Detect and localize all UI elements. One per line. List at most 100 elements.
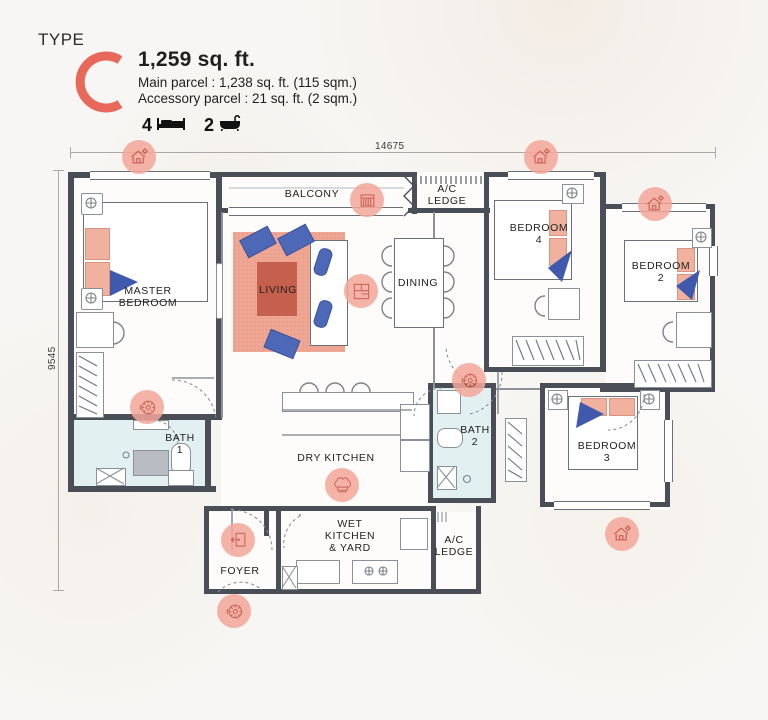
wall-balcony-top <box>216 172 416 177</box>
badge-balcony[interactable] <box>350 183 384 217</box>
window-bed3-bottom <box>554 501 650 510</box>
fan-icon <box>138 398 157 417</box>
height-dimension-label: 9545 <box>47 346 58 370</box>
bath2-shower <box>437 466 457 490</box>
ac-ledge-bottom-floor <box>433 512 478 590</box>
unit-type-header: TYPE 1,259 sq. ft. Main parcel : 1,238 s… <box>38 22 458 135</box>
wall-acledge2-left <box>431 506 436 594</box>
living-coffee-table <box>257 262 297 316</box>
bedroom-4-wardrobe <box>512 336 584 366</box>
bed-icon <box>156 115 186 136</box>
bedroom-count-group: 4 <box>142 115 186 136</box>
dry-kitchen-appliance <box>400 440 430 472</box>
left-dimension-line <box>58 170 59 590</box>
badge-master-window[interactable] <box>122 140 156 174</box>
window-bed3-right <box>664 420 673 482</box>
wall-bath2-bottom <box>428 498 496 503</box>
window-master-top <box>90 171 210 180</box>
house-sun-icon <box>129 147 149 167</box>
bedroom-3-pillow-1 <box>581 398 607 416</box>
wall-balcony-inner-right <box>408 208 432 213</box>
bathroom-count-group: 2 <box>204 114 242 136</box>
wall-bed2-bottom <box>600 387 715 392</box>
total-area-label: 1,259 sq. ft. <box>138 48 255 71</box>
wall-acledge2-right <box>476 506 481 594</box>
wall-bed4-left <box>484 172 489 372</box>
wall-bath2-left <box>428 383 433 503</box>
partition-bed3-entry <box>496 388 540 390</box>
fan-icon <box>225 602 244 621</box>
badge-foyer[interactable] <box>221 523 255 557</box>
bedroom-3-nightstand-2 <box>640 390 660 410</box>
bedroom-2-desk <box>676 312 712 348</box>
wall-kitchen-top <box>276 506 436 511</box>
wall-foyer-left <box>204 506 209 594</box>
furniture-icon <box>352 282 371 301</box>
wet-kitchen-sink <box>296 560 340 584</box>
room-label-living: LIVING <box>258 284 298 296</box>
dim-tick-bottom <box>53 590 64 591</box>
bedroom-3-nightstand-1 <box>548 390 568 410</box>
bedroom-3-pillow-2 <box>609 398 635 416</box>
balcony-rail-icon <box>358 191 377 210</box>
window-bed2-right <box>709 246 718 276</box>
chef-hat-icon <box>333 476 352 495</box>
main-parcel-label: Main parcel : 1,238 sq. ft. (115 sqm.) <box>138 75 357 90</box>
wall-bath2-right <box>491 383 496 503</box>
entry-door-icon <box>229 531 248 550</box>
wall-foyer-bottom <box>204 589 280 594</box>
room-label-balcony: BALCONY <box>284 188 340 200</box>
dry-kitchen-upper-cabinet <box>282 392 414 412</box>
living-tv-panel <box>216 263 223 319</box>
window-bed4-top <box>508 171 594 180</box>
dim-tick-right <box>715 147 716 158</box>
wall-bed3-left <box>540 383 545 507</box>
badge-bath1-fan[interactable] <box>130 390 164 424</box>
bedroom-2-nightstand <box>692 228 712 248</box>
badge-foyer-fan[interactable] <box>217 594 251 628</box>
dry-kitchen-fridge <box>400 404 430 440</box>
bedroom-3-wardrobe <box>505 418 527 482</box>
badge-dry-kitchen[interactable] <box>325 468 359 502</box>
bathroom-count-value: 2 <box>204 114 215 135</box>
bath1-wc-base <box>168 470 194 486</box>
badge-bedroom4-window[interactable] <box>524 140 558 174</box>
badge-living[interactable] <box>344 274 378 308</box>
wall-foyer-stub <box>264 506 269 536</box>
master-nightstand-1 <box>81 193 103 215</box>
badge-bedroom2-window[interactable] <box>638 187 672 221</box>
wall-bath1-bottom <box>68 486 216 492</box>
master-pillow-1 <box>85 228 110 260</box>
bathtub-icon <box>218 114 242 136</box>
wall-bath1-right <box>205 414 211 492</box>
wall-acledge-bottom <box>432 208 490 213</box>
accessory-parcel-label: Accessory parcel : 21 sq. ft. (2 sqm.) <box>138 91 358 106</box>
bedroom-4-desk <box>548 288 580 320</box>
room-label-dining: DINING <box>397 277 439 289</box>
master-wardrobe <box>76 352 104 418</box>
wall-kitchen-left <box>276 506 281 594</box>
top-dimension-line <box>70 152 716 153</box>
type-word-label: TYPE <box>38 30 85 49</box>
wall-kitchen-bottom <box>276 589 481 594</box>
bedroom-count-value: 4 <box>142 114 153 135</box>
room-label-foyer: FOYER <box>220 565 260 577</box>
dim-tick-left <box>70 147 71 158</box>
fan-icon <box>460 371 479 390</box>
badge-bedroom3-window[interactable] <box>605 517 639 551</box>
wall-balcony-inner-left <box>216 208 228 213</box>
wall-bed2-right <box>710 204 715 392</box>
master-desk <box>76 312 114 348</box>
bedroom-2-wardrobe <box>634 360 712 388</box>
badge-bath2-fan[interactable] <box>452 363 486 397</box>
width-dimension-label: 14675 <box>375 141 405 152</box>
room-counts: 4 2 <box>142 114 242 136</box>
